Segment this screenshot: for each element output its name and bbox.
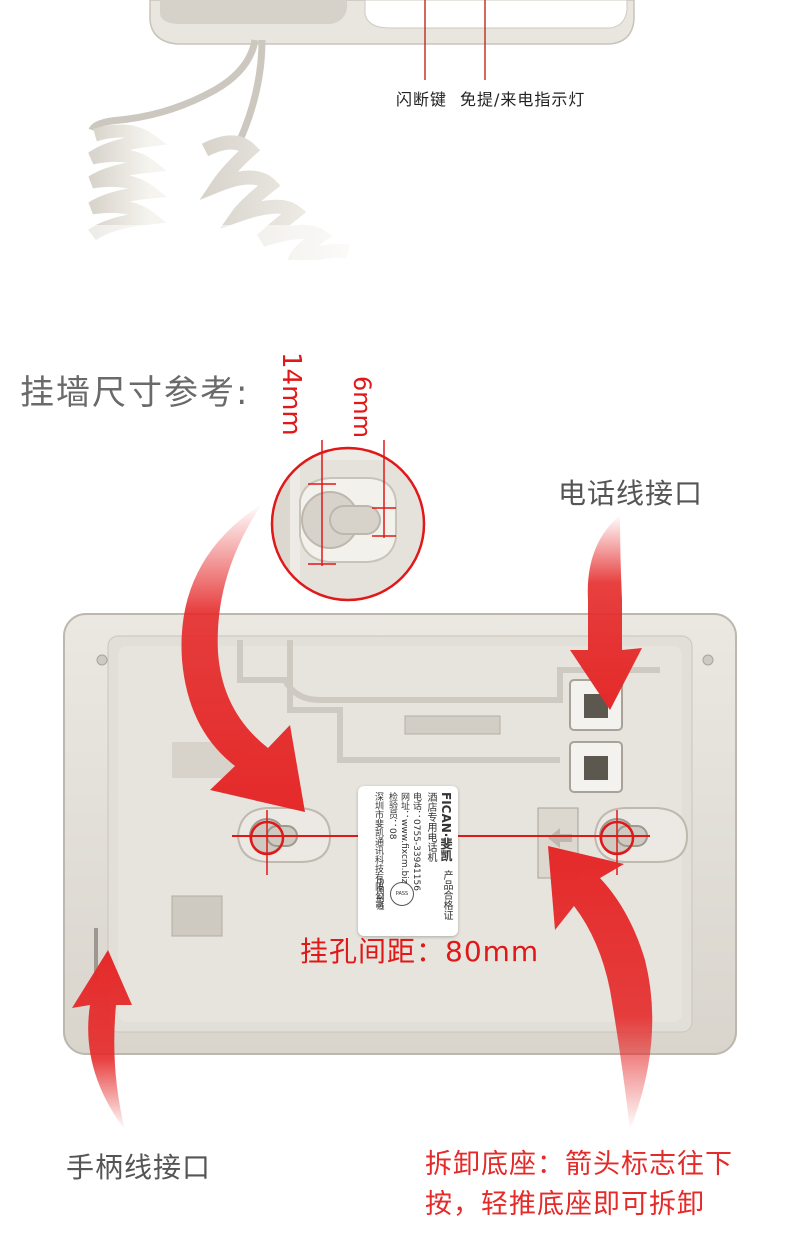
dimension-14mm: 14mm: [276, 352, 306, 436]
pass-stamp: PASS: [390, 882, 414, 906]
handset-port-label: 手柄线接口: [66, 1151, 212, 1184]
label-line3: 网址：www.fixcm.biz: [399, 792, 409, 884]
label-line5: 深圳市斐凯通讯科技有限公司: [373, 792, 383, 909]
flash-key-label: 闪断键: [396, 90, 448, 109]
phone-top-illustration: [0, 0, 790, 260]
label-line4: 检验员：08: [387, 792, 397, 840]
dimension-6mm: 6mm: [348, 376, 376, 439]
phone-line-port-label: 电话线接口: [558, 477, 704, 510]
label-brand: FICAN·斐凯: [439, 792, 453, 862]
pass-stamp-text: PASS: [395, 891, 409, 897]
label-line1: 酒店专用电话机: [425, 792, 436, 862]
handsfree-indicator-label: 免提/来电指示灯: [460, 90, 586, 109]
label-made-in: 中国制造: [376, 878, 385, 910]
product-certificate-label: FICAN·斐凯 产品合格证 酒店专用电话机 电话：0755-33941156 …: [358, 786, 458, 936]
remove-base-instruction: 拆卸底座：箭头标志往下按，轻推底座即可拆卸: [425, 1149, 733, 1220]
hole-spacing-label: 挂孔间距：80mm: [300, 935, 540, 968]
wall-mount-title: 挂墙尺寸参考:: [20, 373, 250, 413]
mount-hole-zoom: [270, 440, 426, 602]
label-cert: 产品合格证: [441, 870, 452, 920]
label-line2: 电话：0755-33941156: [411, 792, 421, 891]
